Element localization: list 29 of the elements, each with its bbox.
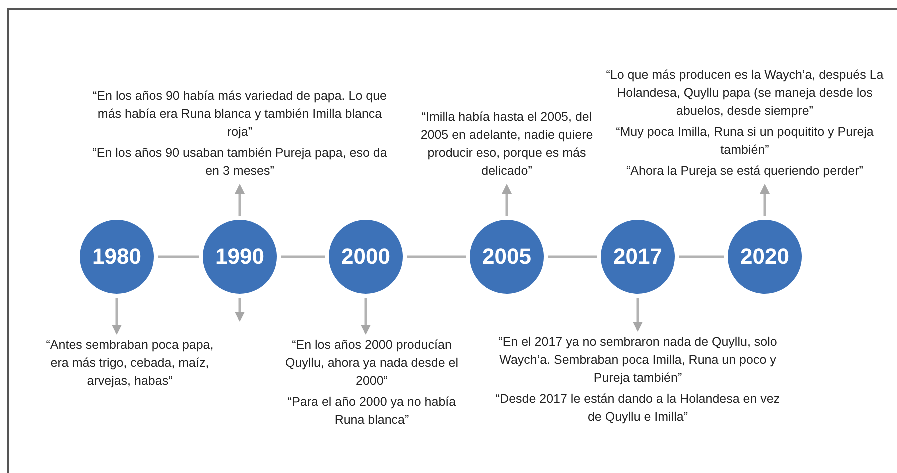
- timeline-connector: [281, 256, 325, 258]
- year-circle: 1990: [203, 220, 277, 294]
- timeline-connector: [158, 256, 199, 258]
- arrow: [235, 184, 245, 216]
- quote-text: “Para el año 2000 ya no había Runa blanca”: [286, 394, 458, 429]
- timeline-connector: [407, 256, 466, 258]
- arrow: [633, 298, 643, 332]
- year-circle: 2020: [728, 220, 802, 294]
- quote-text: “Ahora la Pureja se está queriendo perder”: [626, 163, 864, 180]
- quote-text: “En los años 2000 producían Quyllu, ahora ya nada desde el 2000”: [284, 337, 460, 390]
- arrow: [502, 184, 512, 216]
- timeline-connector: [679, 256, 724, 258]
- arrow: [235, 298, 245, 322]
- quote-text: “En los años 90 había más variedad de papa. Lo que más había era Runa blanca y también Imilla blanca roja”: [92, 88, 388, 141]
- quote-text: “Lo que más producen es la Waych’a, después La Holandesa, Quyllu papa (se maneja desde los abuelos, desde siempre”: [605, 67, 885, 120]
- quote-text: “En los años 90 usaban también Pureja papa, eso da en 3 meses”: [92, 145, 388, 180]
- quote-text: “Desde 2017 le están dando a la Holandesa en vez de Quyllu e Imilla”: [494, 391, 782, 426]
- year-circle: 2000: [329, 220, 403, 294]
- year-circle: 1980: [80, 220, 154, 294]
- quote-text: “Imilla había hasta el 2005, del 2005 en adelante, nadie quiere producir eso, porque es más delicado”: [420, 109, 594, 180]
- arrow: [361, 298, 371, 335]
- quote-text: “Muy poca Imilla, Runa si un poquitito y Pureja también”: [615, 124, 875, 159]
- year-circle: 2005: [470, 220, 544, 294]
- year-circle: 2017: [601, 220, 675, 294]
- quote-text: “En el 2017 ya no sembraron nada de Quyllu, solo Waych’a. Sembraban poca Imilla, Runa un poco y Pureja también”: [498, 334, 778, 387]
- arrow: [760, 184, 770, 216]
- arrow: [112, 298, 122, 335]
- timeline-connector: [548, 256, 597, 258]
- quote-text: “Antes sembraban poca papa, era más trigo, cebada, maíz, arvejas, habas”: [46, 337, 214, 390]
